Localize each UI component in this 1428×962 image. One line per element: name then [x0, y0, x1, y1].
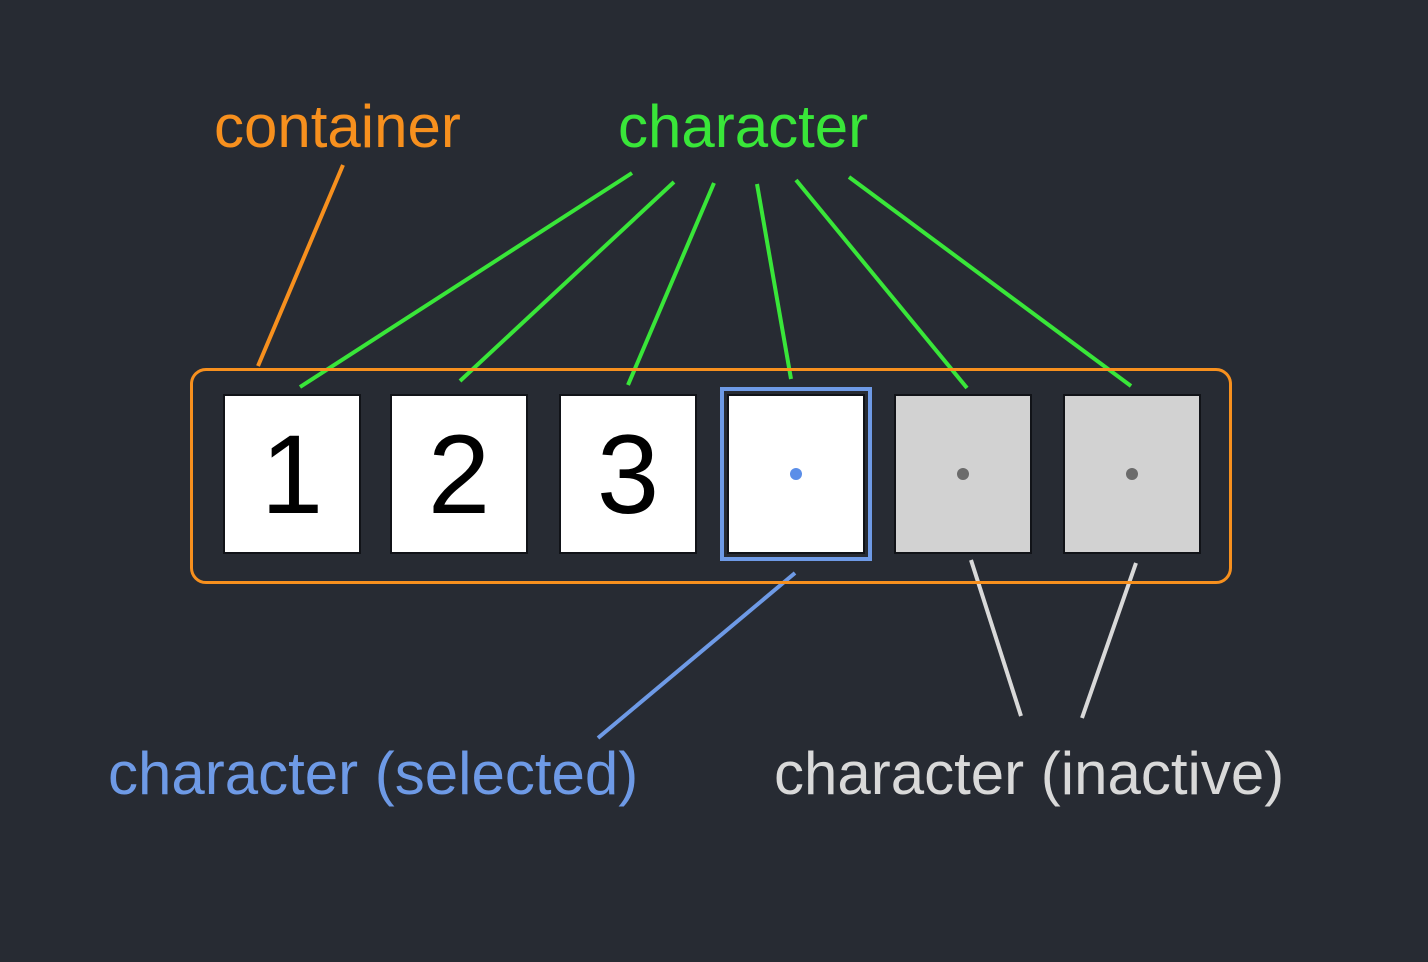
inactive-leader-line-2 [1080, 562, 1138, 719]
character-cell-2[interactable]: 2 [390, 394, 528, 554]
character-leader-line-2 [458, 180, 676, 383]
container-outline [190, 368, 1232, 584]
character-cell-selected[interactable] [720, 387, 872, 561]
container-label: container [214, 93, 461, 160]
character-leader-line-5 [794, 178, 969, 390]
container-leader-line [256, 164, 345, 367]
inactive-label: character (inactive) [774, 740, 1285, 807]
character-label: character [618, 93, 869, 160]
character-leader-line-3 [626, 182, 716, 386]
character-leader-line-1 [298, 171, 634, 389]
character-cell-inactive-1 [894, 394, 1032, 554]
inactive-placeholder-dot-2 [1126, 468, 1138, 480]
character-value-2: 2 [427, 411, 491, 537]
character-leader-line-4 [755, 183, 793, 380]
inactive-placeholder-dot-1 [957, 468, 969, 480]
character-value-1: 1 [260, 411, 324, 537]
selected-placeholder-dot [790, 468, 802, 480]
character-cell-1[interactable]: 1 [223, 394, 361, 554]
character-cell-3[interactable]: 3 [559, 394, 697, 554]
selected-leader-line [596, 571, 797, 740]
character-value-3: 3 [596, 411, 660, 537]
character-leader-line-6 [847, 175, 1133, 388]
inactive-leader-line-1 [969, 559, 1023, 717]
character-cell-inactive-2 [1063, 394, 1201, 554]
selected-label: character (selected) [108, 740, 639, 807]
